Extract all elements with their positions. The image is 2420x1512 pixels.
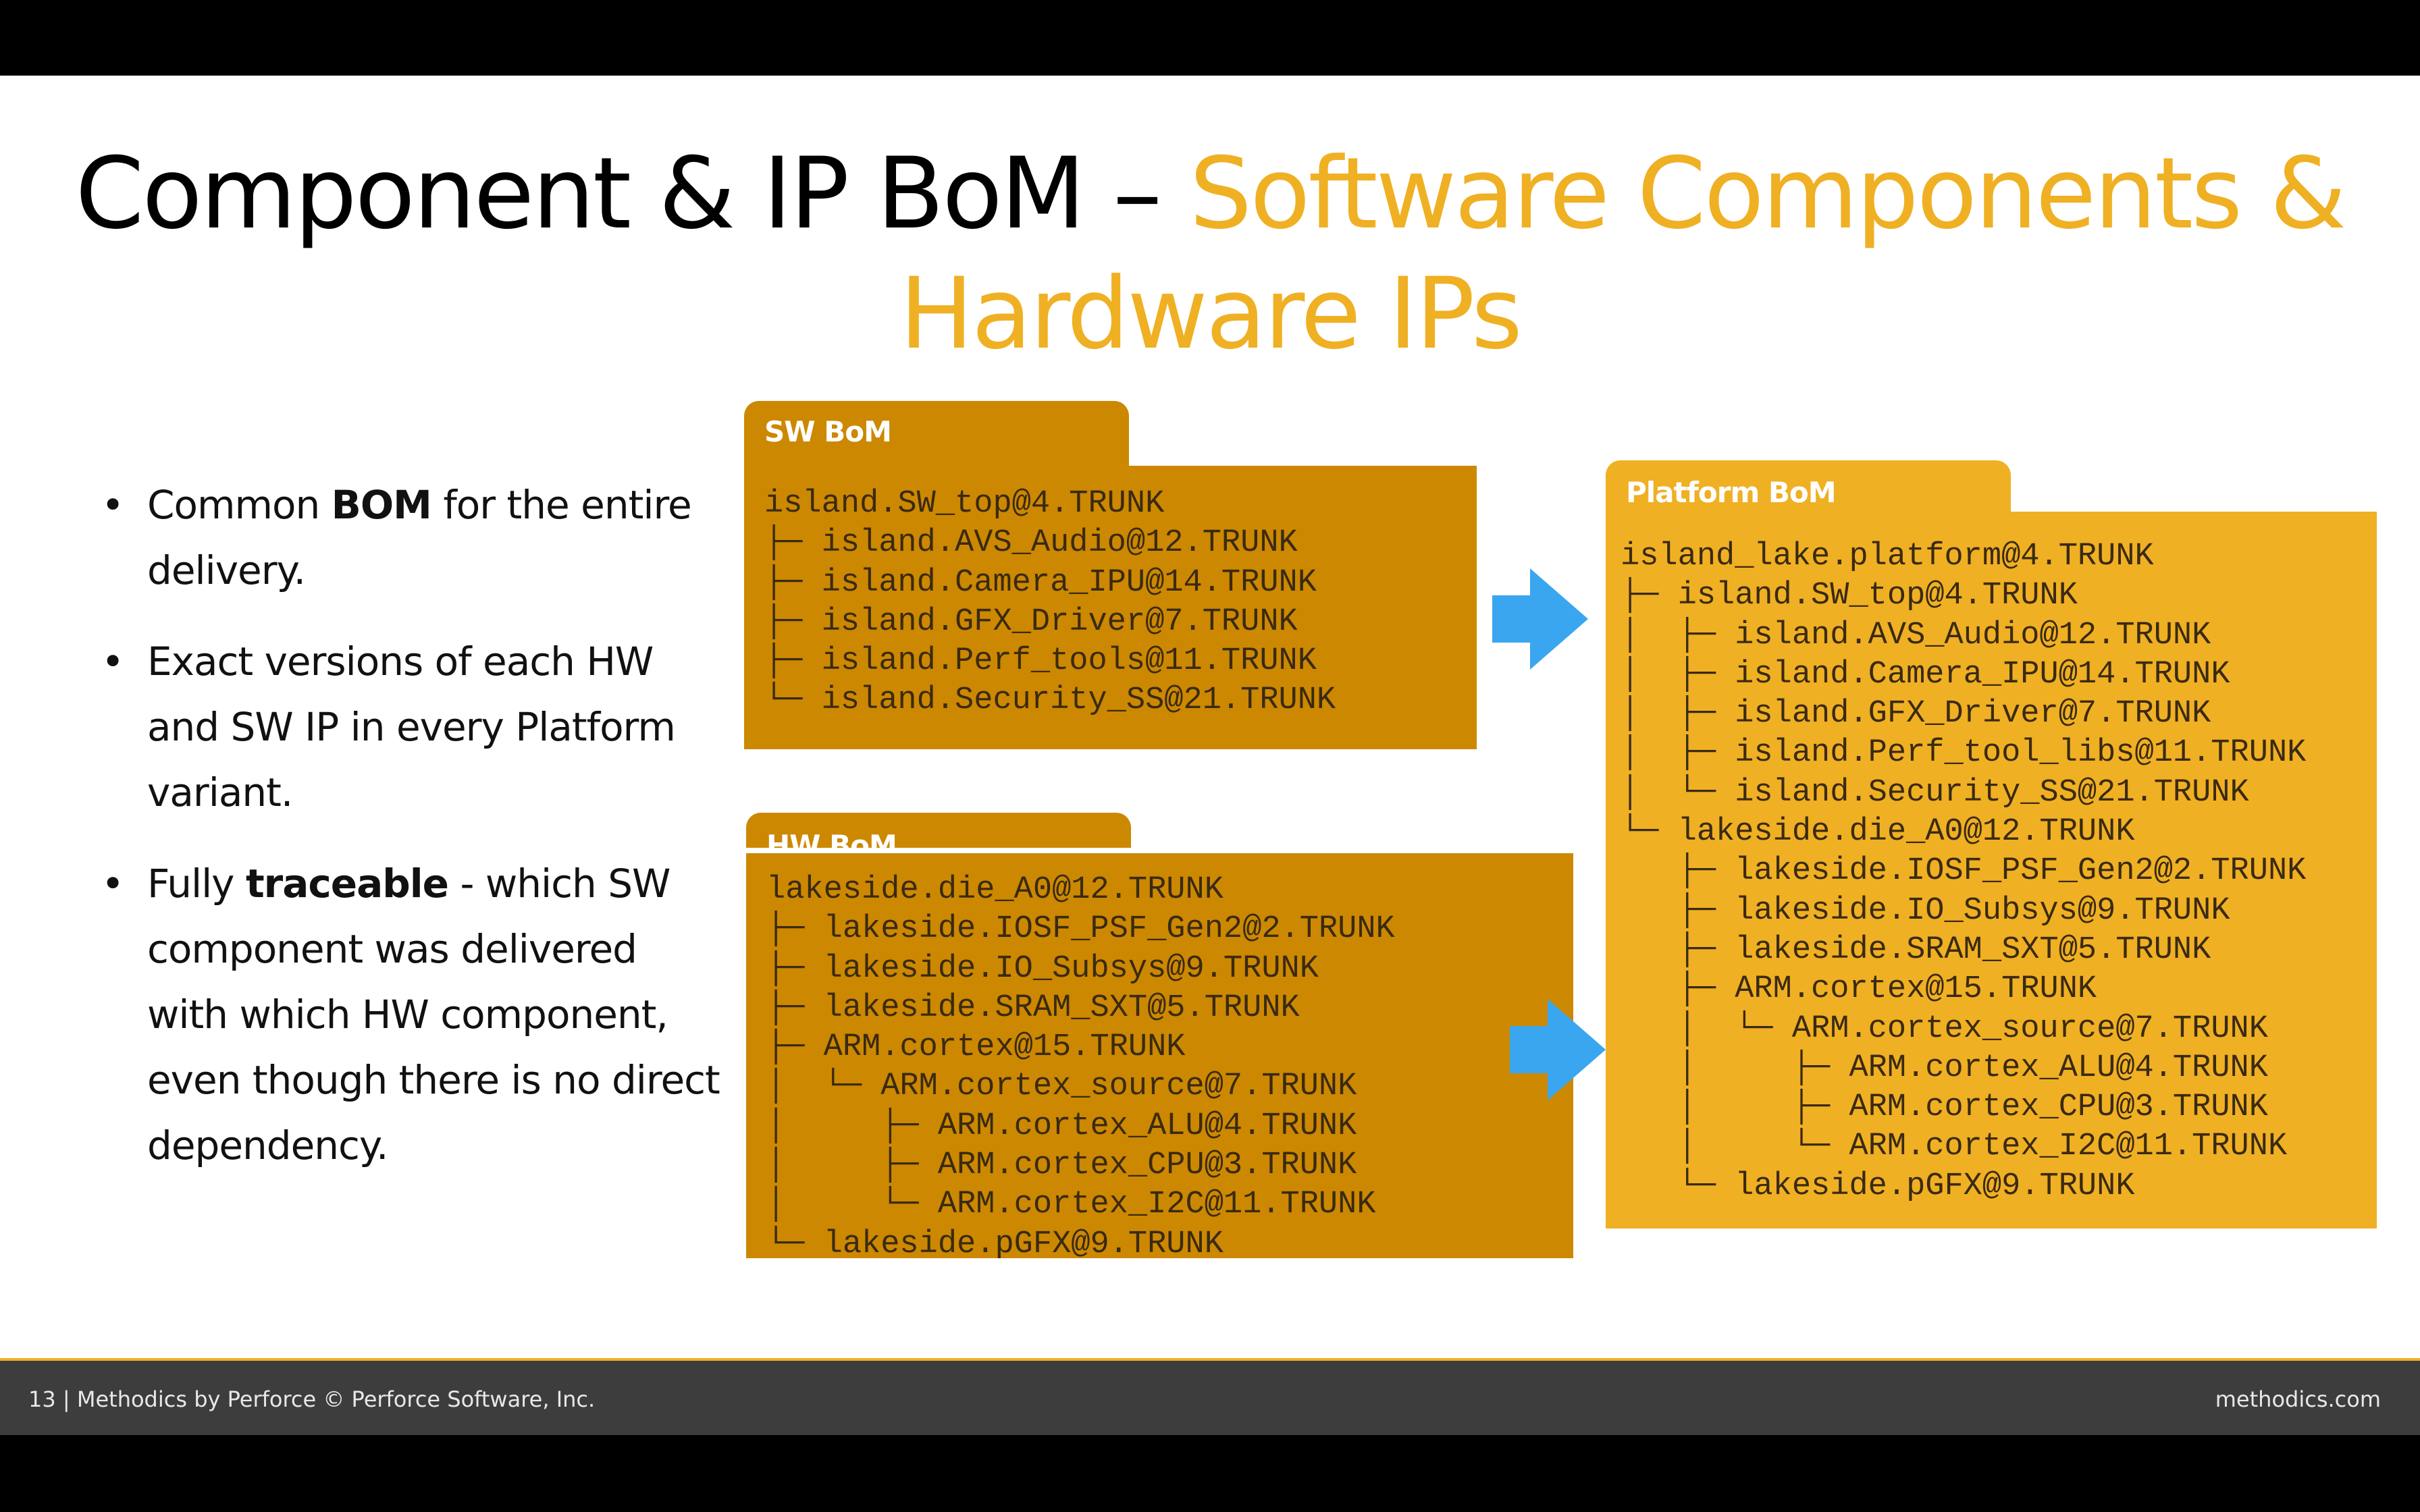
footer: 13 | Methodics by Perforce © Perforce So… xyxy=(0,1361,2420,1435)
footer-left-text: 13 | Methodics by Perforce © Perforce So… xyxy=(28,1386,596,1412)
bullet-item: • Fully traceable - which SW component w… xyxy=(101,851,722,1179)
bom-tree-line: ├─ island.AVS_Audio@12.TRUNK xyxy=(764,525,1298,562)
bom-tree-line: ├─ island.Perf_tools@11.TRUNK xyxy=(764,643,1317,680)
bom-tree-line: ├─ ARM.cortex@15.TRUNK xyxy=(766,1029,1186,1066)
hw-bom-tree: lakeside.die_A0@12.TRUNK ├─ lakeside.IOS… xyxy=(766,871,1573,1258)
platform-bom-box: island_lake.platform@4.TRUNK ├─ island.S… xyxy=(1606,512,2377,1228)
title-accent: Software Components & Hardware IPs xyxy=(899,136,2346,371)
bullet-list: • Common BOM for the entire delivery. • … xyxy=(101,473,722,1204)
slide-title: Component & IP BoM – Software Components… xyxy=(0,134,2420,374)
bom-tree-line: │ └─ ARM.cortex_I2C@11.TRUNK xyxy=(766,1187,1376,1223)
bom-tree-line: ├─ lakeside.IOSF_PSF_Gen2@2.TRUNK xyxy=(1677,853,2307,890)
arrow-right-icon xyxy=(1510,999,1606,1100)
hw-bom-box: lakeside.die_A0@12.TRUNK ├─ lakeside.IOS… xyxy=(746,853,1573,1258)
bom-tree-line: │ ├─ island.Perf_tool_libs@11.TRUNK xyxy=(1621,735,2307,772)
footer-link[interactable]: methodics.com xyxy=(2215,1386,2381,1412)
bom-tree-line: │ └─ ARM.cortex_source@7.TRUNK xyxy=(1677,1010,2268,1047)
bom-tree-line: │ └─ island.Security_SS@21.TRUNK xyxy=(1621,774,2249,811)
hw-bom-tab: HW BoM xyxy=(746,813,1131,848)
bullet-dot-icon: • xyxy=(101,861,124,907)
bom-tree-line: ├─ island.GFX_Driver@7.TRUNK xyxy=(764,603,1298,640)
bom-tree-line: │ ├─ ARM.cortex_CPU@3.TRUNK xyxy=(1677,1089,2268,1126)
bom-tree-line: ├─ lakeside.SRAM_SXT@5.TRUNK xyxy=(766,990,1300,1026)
sw-bom-box: island.SW_top@4.TRUNK ├─ island.AVS_Audi… xyxy=(744,466,1477,749)
bom-tree-line: │ ├─ ARM.cortex_ALU@4.TRUNK xyxy=(766,1108,1357,1144)
bullet-dot-icon: • xyxy=(101,482,124,528)
bullet-dot-icon: • xyxy=(101,639,124,684)
bom-tree-line: ├─ lakeside.SRAM_SXT@5.TRUNK xyxy=(1677,932,2211,968)
bom-tree-line: lakeside.die_A0@12.TRUNK xyxy=(766,872,1224,908)
bom-tree-line: │ ├─ island.GFX_Driver@7.TRUNK xyxy=(1621,696,2211,732)
bom-tree-line: └─ island.Security_SS@21.TRUNK xyxy=(764,682,1336,719)
bom-tree-line: │ ├─ ARM.cortex_ALU@4.TRUNK xyxy=(1677,1050,2268,1086)
bom-tree-line: ├─ lakeside.IOSF_PSF_Gen2@2.TRUNK xyxy=(766,911,1395,948)
title-main: Component & IP BoM – xyxy=(75,136,1190,251)
bom-tree-line: └─ lakeside.pGFX@9.TRUNK xyxy=(1621,1168,2135,1204)
bom-tree-line: └─ lakeside.pGFX@9.TRUNK xyxy=(766,1226,1224,1258)
bom-tree-line: ├─ ARM.cortex@15.TRUNK xyxy=(1677,971,2097,1008)
bom-tree-line: ├─ island.SW_top@4.TRUNK xyxy=(1621,578,2078,614)
platform-bom-tree: island_lake.platform@4.TRUNK ├─ island.S… xyxy=(1621,537,2377,1206)
sw-bom-tab: SW BoM xyxy=(744,401,1129,468)
slide: Component & IP BoM – Software Components… xyxy=(0,76,2420,1361)
sw-bom-tree: island.SW_top@4.TRUNK ├─ island.AVS_Audi… xyxy=(764,485,1477,721)
bom-tree-line: │ └─ ARM.cortex_I2C@11.TRUNK xyxy=(1677,1129,2288,1165)
bom-tree-line: │ ├─ island.AVS_Audio@12.TRUNK xyxy=(1621,617,2211,653)
arrow-right-icon xyxy=(1492,568,1588,670)
footer-accent-bar xyxy=(0,1358,2420,1361)
bom-tree-line: ├─ lakeside.IO_Subsys@9.TRUNK xyxy=(1677,892,2230,929)
bullet-item: • Exact versions of each HW and SW IP in… xyxy=(101,629,722,826)
bom-tree-line: └─ lakeside.die_A0@12.TRUNK xyxy=(1621,814,2135,850)
bom-tree-line: │ ├─ island.Camera_IPU@14.TRUNK xyxy=(1621,656,2230,693)
bom-tree-line: │ ├─ ARM.cortex_CPU@3.TRUNK xyxy=(766,1148,1357,1184)
bom-tree-line: ├─ lakeside.IO_Subsys@9.TRUNK xyxy=(766,950,1319,987)
bom-tree-line: │ └─ ARM.cortex_source@7.TRUNK xyxy=(766,1069,1357,1105)
bom-tree-line: ├─ island.Camera_IPU@14.TRUNK xyxy=(764,564,1317,601)
bullet-item: • Common BOM for the entire delivery. xyxy=(101,473,722,603)
bom-tree-line: island_lake.platform@4.TRUNK xyxy=(1621,539,2154,574)
bom-tree-line: island.SW_top@4.TRUNK xyxy=(764,486,1165,522)
